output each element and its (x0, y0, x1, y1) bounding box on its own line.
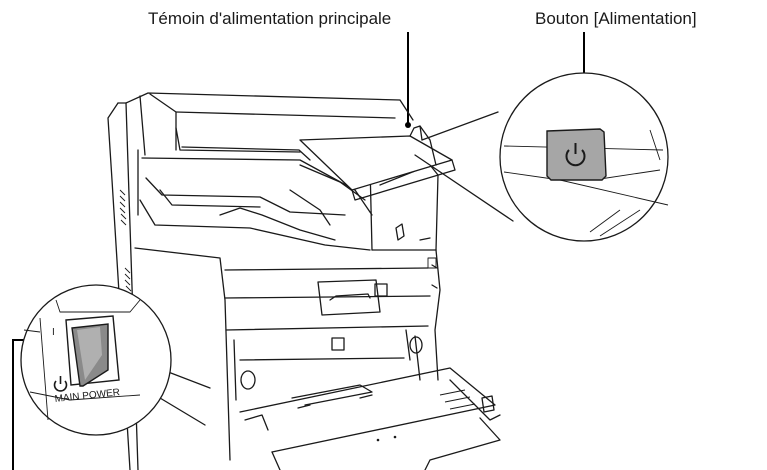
power-button (546, 128, 607, 181)
power-button-magnifier (414, 72, 669, 242)
printer-body (107, 92, 501, 470)
power-switch-icon (53, 376, 68, 392)
power-button-label: Bouton [Alimentation] (535, 9, 697, 28)
switch-on-mark: I (52, 327, 55, 338)
power-icon (565, 143, 586, 167)
main-power-indicator-label: Témoin d'alimentation principale (148, 9, 392, 28)
main-power-switch: I MAIN POWER (52, 315, 121, 405)
indicator-leader-line (405, 32, 411, 128)
